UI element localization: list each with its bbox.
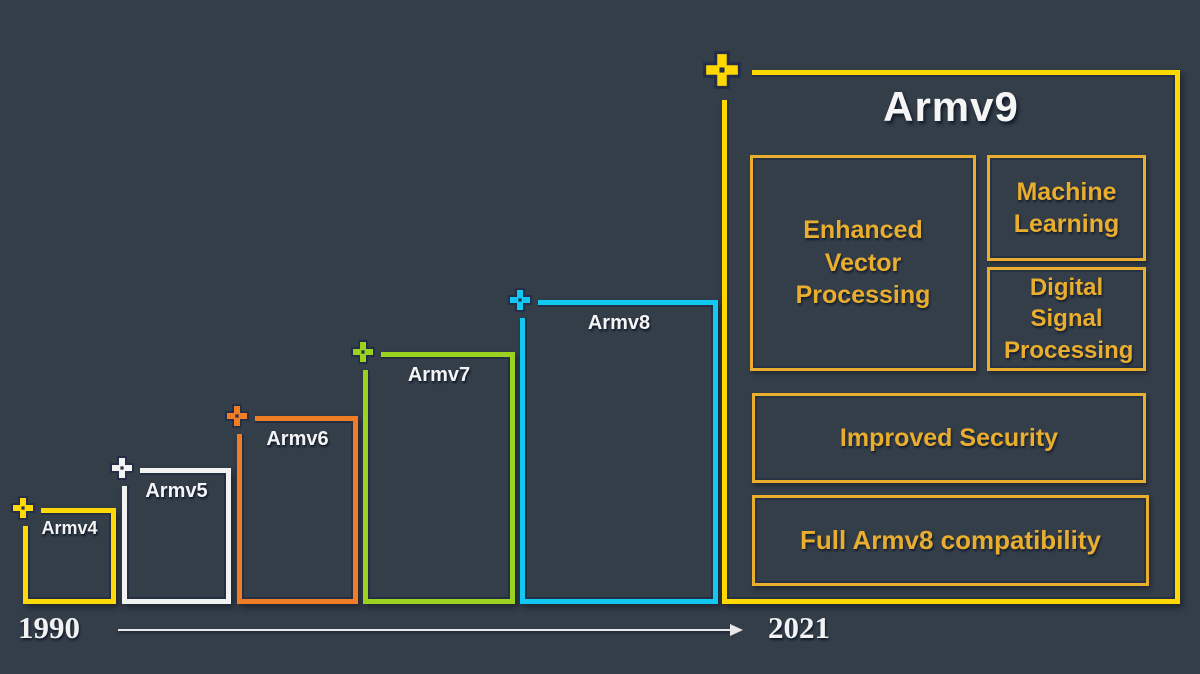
plus-marker-icon [11,496,35,520]
armv9-title: Armv9 [883,83,1019,130]
timeline-start-year: 1990 [18,610,80,645]
timeline-end-year: 2021 [768,610,830,645]
feature-label: Improved Security [839,423,1059,452]
arrow-head-icon [730,624,743,636]
feature-enhanced-vector-processing: Enhanced Vector Processing [750,155,976,371]
timeline-arrow [118,624,743,636]
version-label: Armv6 [266,428,329,450]
plus-marker-icon [351,340,375,364]
feature-full-armv8-compatibility: Full Armv8 compatibility [752,495,1149,586]
feature-label: Enhanced Vector Processing [795,216,931,310]
plus-marker-icon [225,404,249,428]
feature-digital-signal-processing: Digital Signal Processing [987,267,1146,371]
armv8-box: Armv8 [503,283,718,604]
feature-label: Digital Signal Processing [1004,274,1134,364]
armv9-panel: Armv9 Enhanced Vector Processing Machine… [696,44,1180,604]
plus-marker-icon [110,456,134,480]
plus-marker-icon [703,51,741,89]
feature-improved-security: Improved Security [752,393,1146,483]
version-label: Armv8 [587,312,651,334]
armv7-box: Armv7 [346,335,515,604]
version-label: Armv5 [145,480,208,502]
feature-machine-learning: Machine Learning [987,155,1146,261]
feature-label: Full Armv8 compatibility [800,524,1101,555]
plus-marker-icon [508,288,532,312]
version-label: Armv4 [41,518,98,538]
armv4-box: Armv4 [6,491,116,604]
armv6-box: Armv6 [220,399,358,604]
armv5-box: Armv5 [105,451,231,604]
version-label: Armv7 [407,364,471,386]
feature-label: Machine Learning [1013,177,1120,239]
